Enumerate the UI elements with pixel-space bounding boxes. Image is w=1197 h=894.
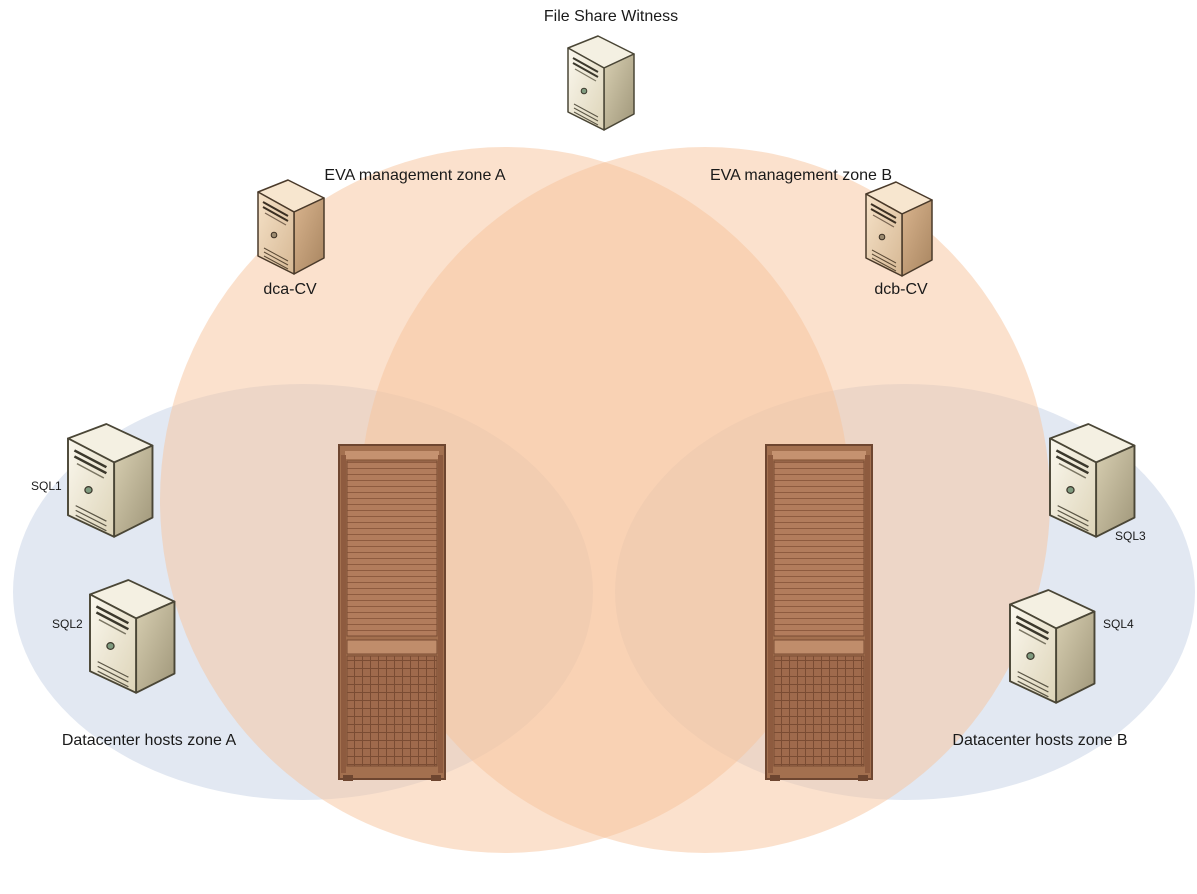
- dcb-cv-label: dcb-CV: [874, 281, 928, 298]
- sql4-label: SQL4: [1103, 617, 1134, 631]
- fsw-label: File Share Witness: [544, 8, 678, 25]
- server-icon: [567, 35, 635, 131]
- zone-shapes: [13, 147, 1195, 853]
- storage-rack-icon: [765, 444, 873, 782]
- server-icon: [1008, 588, 1096, 705]
- server-icon: [257, 179, 325, 275]
- sql1-label: SQL1: [31, 479, 62, 493]
- dc-zone-a-label: Datacenter hosts zone A: [62, 732, 237, 749]
- server-icon: [1048, 422, 1136, 539]
- eva-zone-a-label: EVA management zone A: [324, 167, 505, 184]
- dca-cv-label: dca-CV: [263, 281, 317, 298]
- eva-zone-b-label: EVA management zone B: [710, 167, 892, 184]
- dc-zone-b-label: Datacenter hosts zone B: [952, 732, 1127, 749]
- sql2-label: SQL2: [52, 617, 83, 631]
- eva-management-zone-b: [360, 147, 1050, 853]
- storage-rack-icon: [338, 444, 446, 782]
- server-icon: [865, 181, 933, 277]
- sql3-label: SQL3: [1115, 529, 1146, 543]
- server-icon: [66, 422, 154, 539]
- server-icon: [88, 578, 176, 695]
